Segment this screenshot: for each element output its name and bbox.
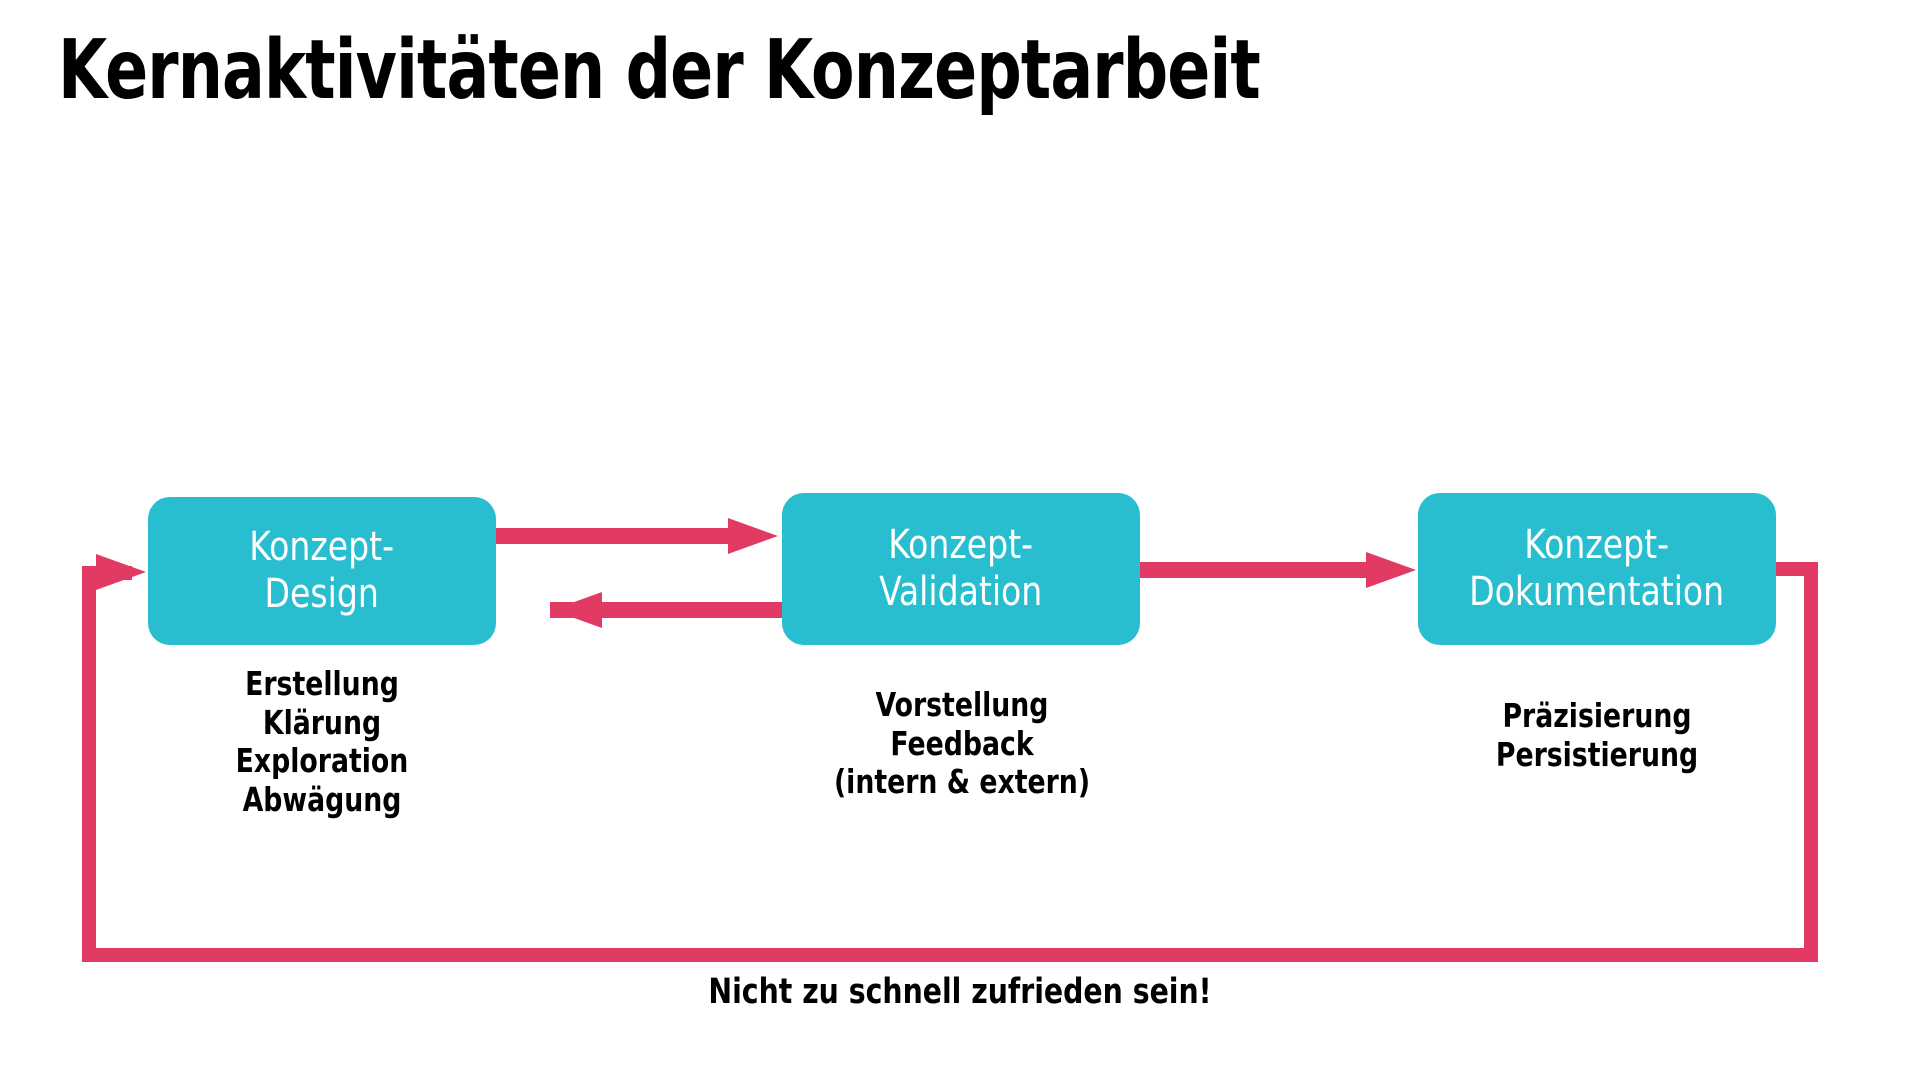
node-konzept-dokumentation-label: Konzept- Dokumentation — [1469, 521, 1725, 615]
list-item: Exploration — [235, 741, 409, 781]
node-konzept-validation-items: Vorstellung Feedback (intern & extern) — [782, 685, 1142, 802]
list-item: (intern & extern) — [833, 762, 1091, 802]
list-item: Feedback — [890, 723, 1034, 763]
page-title: Kernaktivitäten der Konzeptarbeit — [58, 23, 1261, 118]
node-konzept-validation-label: Konzept- Validation — [879, 521, 1043, 615]
arrow-design-to-validation — [496, 518, 778, 554]
list-item: Präzisierung — [1502, 696, 1692, 735]
feedback-loop-caption: Nicht zu schnell zufrieden sein! — [708, 972, 1212, 1012]
arrow-validation-to-dokumentation — [1140, 552, 1416, 588]
arrow-validation-to-design — [550, 592, 784, 628]
node-konzept-validation[interactable]: Konzept- Validation — [782, 493, 1140, 645]
node-konzept-dokumentation-items: Präzisierung Persistierung — [1436, 696, 1758, 774]
list-item: Erstellung — [245, 664, 399, 703]
list-item: Klärung — [262, 702, 382, 742]
node-konzept-design-items: Erstellung Klärung Exploration Abwägung — [165, 664, 478, 819]
list-item: Vorstellung — [875, 685, 1049, 724]
node-konzept-design[interactable]: Konzept- Design — [148, 497, 496, 645]
node-konzept-design-label: Konzept- Design — [249, 523, 395, 617]
node-konzept-dokumentation[interactable]: Konzept- Dokumentation — [1418, 493, 1776, 645]
list-item: Abwägung — [242, 779, 402, 819]
list-item: Persistierung — [1495, 734, 1699, 774]
